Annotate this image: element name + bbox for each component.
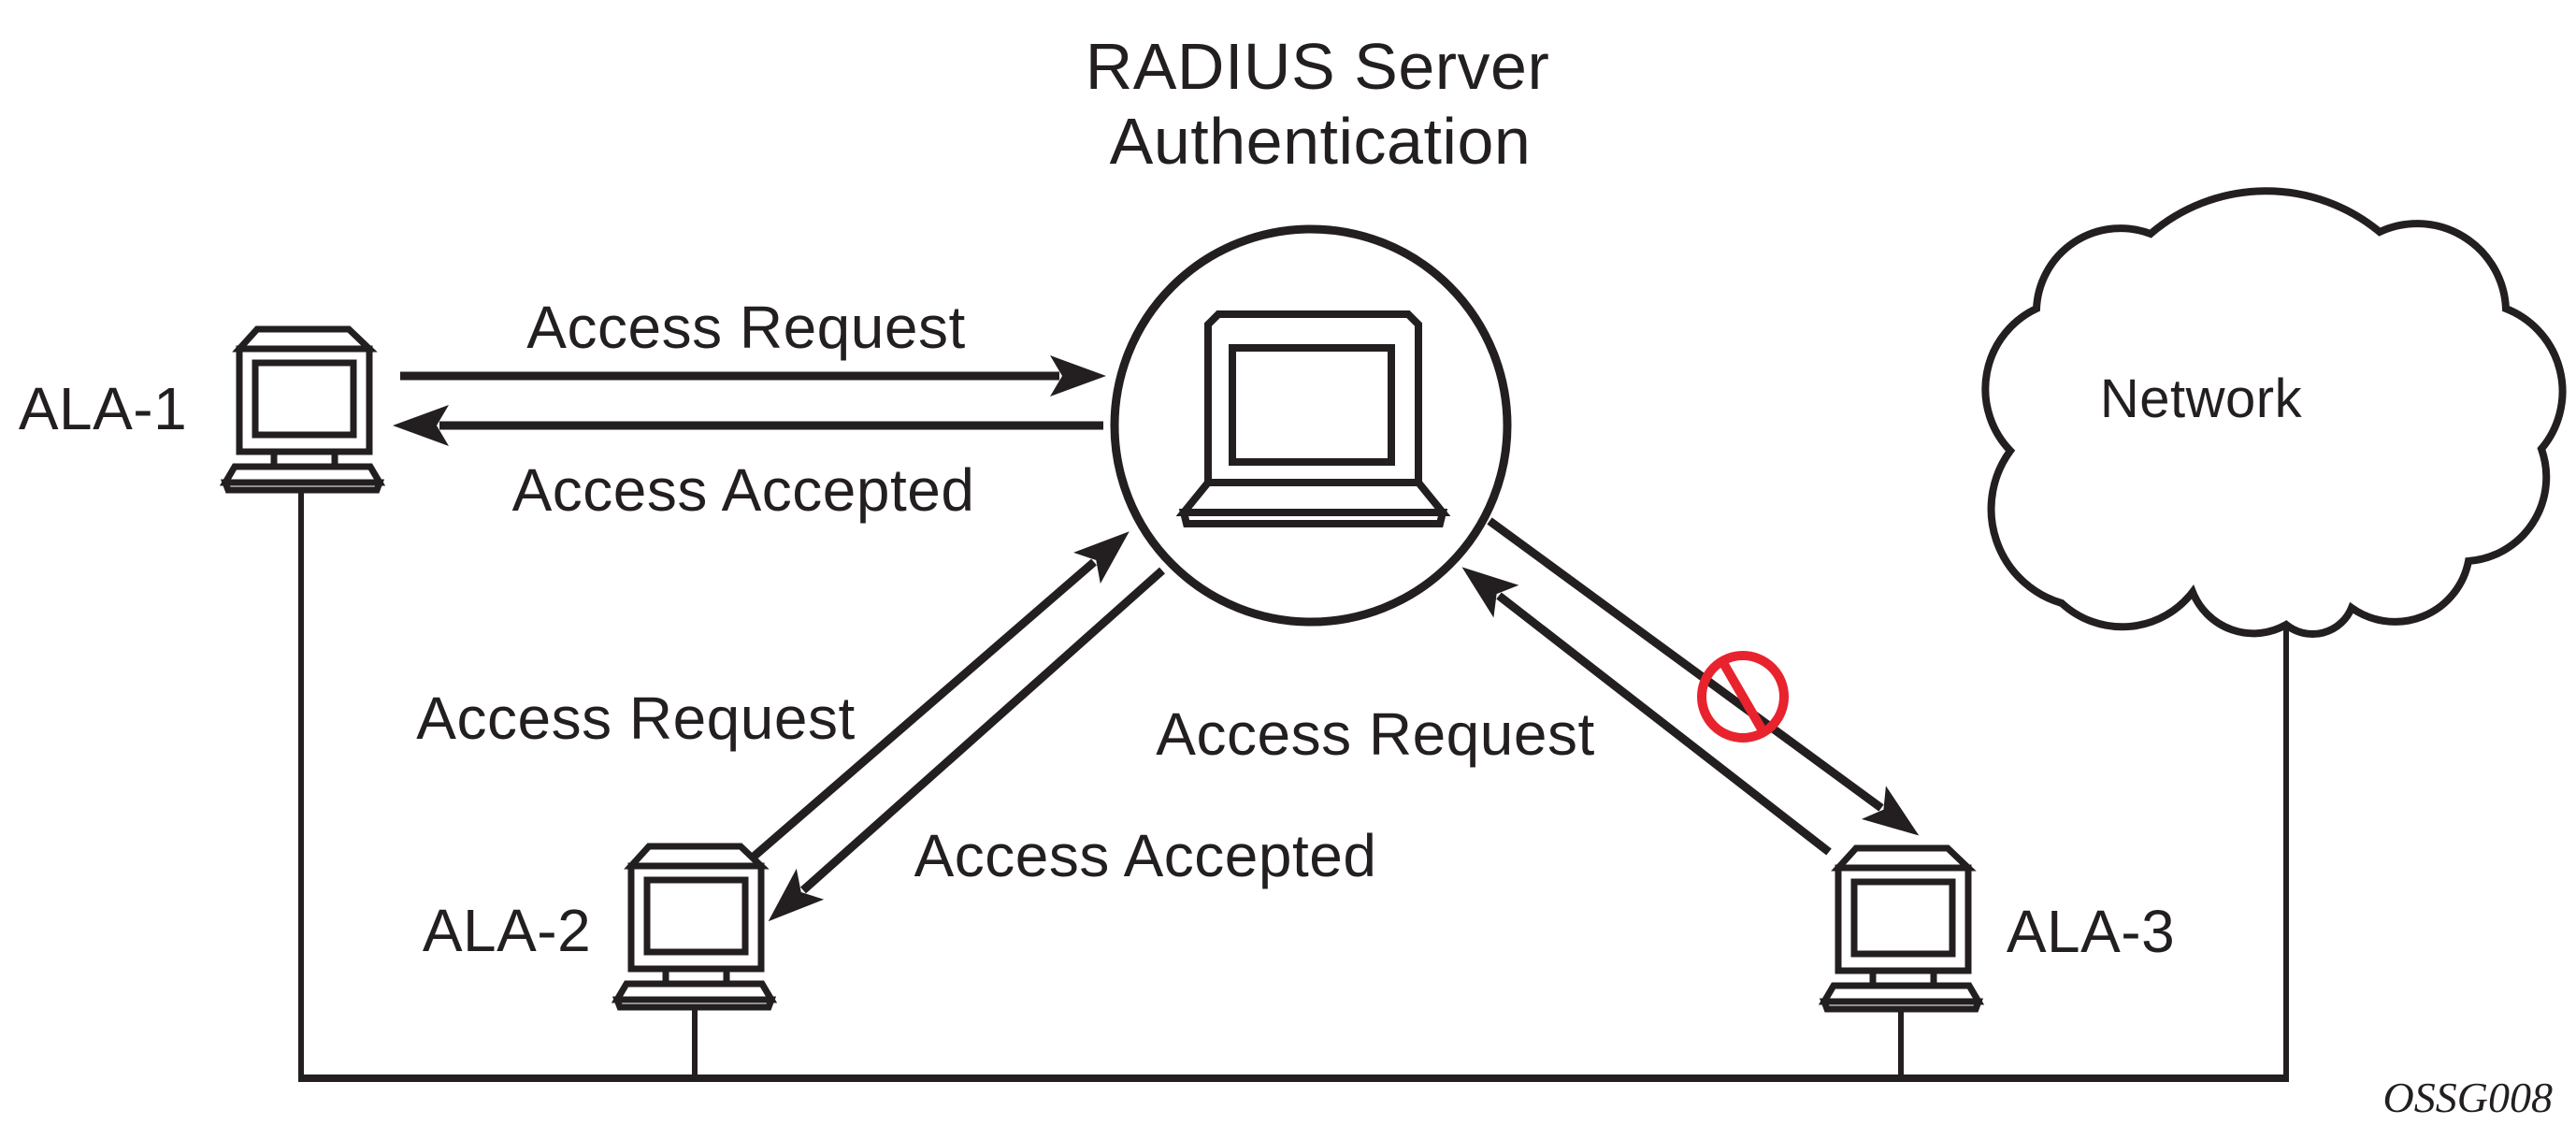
ala3-label: ALA-3 <box>2006 898 2176 965</box>
no-entry-icon <box>1697 651 1789 743</box>
ala2-access-accepted-label: Access Accepted <box>914 822 1377 889</box>
message-arrows <box>393 355 1920 922</box>
ala2-label: ALA-2 <box>422 897 592 964</box>
ala3-access-request-label: Access Request <box>1156 700 1595 768</box>
ala1-access-accepted-label: Access Accepted <box>511 456 975 524</box>
radius-server-node <box>1110 224 1512 627</box>
ala1-desktop-computer-icon <box>225 329 380 490</box>
ala3-denied-response-arrow <box>1487 517 1920 836</box>
no-entry-ring <box>1697 651 1789 743</box>
network-label: Network <box>2099 368 2303 429</box>
ala1-label: ALA-1 <box>18 375 188 442</box>
diagram-title-line1: RADIUS Server <box>1085 30 1550 103</box>
no-entry-slash <box>1718 658 1768 735</box>
ala3-desktop-computer-icon <box>1824 848 1979 1009</box>
ala1-access-request-label: Access Request <box>526 294 966 361</box>
diagram-title-line2: Authentication <box>1109 105 1532 178</box>
ala3-access-request-arrow <box>1461 567 1832 856</box>
ala2-access-request-label: Access Request <box>416 685 856 752</box>
ala2-desktop-computer-icon <box>617 846 771 1007</box>
figure-code: OSSG008 <box>2382 1074 2553 1121</box>
lan-bus-lines <box>298 486 2289 1082</box>
network-cloud-icon <box>1981 187 2567 639</box>
ala2-access-accepted-arrow <box>768 567 1165 922</box>
radius-server-laptop-icon <box>1175 310 1451 527</box>
ala2-access-request-arrow <box>751 531 1130 860</box>
